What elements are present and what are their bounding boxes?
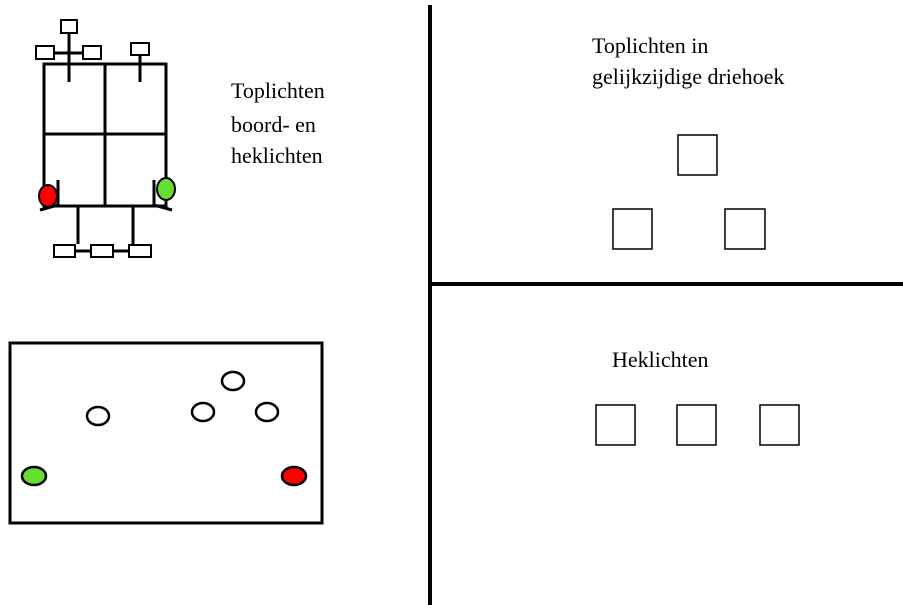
stern-light-square: [128, 244, 152, 258]
top-light-square: [130, 42, 150, 56]
red-side-light: [280, 465, 308, 487]
ship-top-view: [39, 33, 173, 244]
top-light-square: [82, 45, 102, 60]
stern-light-squares: [53, 244, 152, 258]
stern-light-square: [90, 244, 114, 258]
triangle-lights: [612, 134, 766, 250]
right-bracket-slant: [153, 203, 173, 212]
white-light: [190, 401, 216, 423]
label-topleft-line2: boord- en: [231, 112, 316, 137]
stern-light-box: [595, 404, 636, 446]
top-light-squares: [35, 19, 150, 60]
stern-light-box: [759, 404, 800, 446]
white-light: [254, 401, 280, 423]
white-light: [85, 405, 111, 427]
top-light-square: [35, 45, 55, 60]
starboard-green-light: [156, 177, 176, 201]
white-light: [220, 370, 246, 392]
triangle-top-light: [677, 134, 718, 176]
green-side-light: [20, 465, 48, 487]
front-view-lights: [20, 370, 308, 487]
top-light-square: [60, 19, 78, 34]
triangle-left-light: [612, 208, 653, 250]
stern-light-square: [53, 244, 76, 258]
label-topleft-line1: Toplichten: [231, 78, 325, 103]
stern-lights-row: [595, 404, 800, 446]
stern-light-box: [676, 404, 717, 446]
label-topright-line1: Toplichten in: [592, 33, 709, 58]
label-heklichten: Heklichten: [612, 347, 709, 372]
front-view-frame: [8, 341, 324, 525]
label-topright-line2: gelijkzijdige driehoek: [592, 64, 785, 89]
label-topleft-line3: heklichten: [231, 143, 323, 168]
triangle-right-light: [724, 208, 766, 250]
port-red-light: [38, 184, 58, 208]
